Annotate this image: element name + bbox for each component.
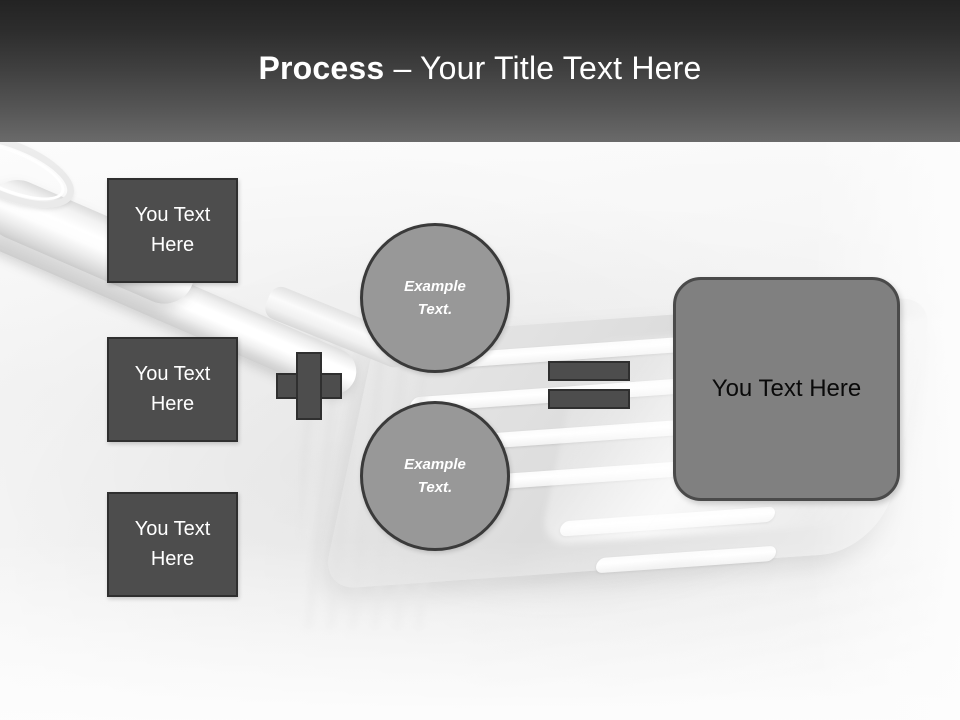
input-box-3-text: You Text Here: [135, 515, 211, 574]
input-box-2[interactable]: You Text Here: [107, 337, 238, 442]
input-box-1-line1: You Text: [134, 203, 211, 226]
title-rest: Your Title Text Here: [420, 50, 702, 86]
slide-header-banner: Process – Your Title Text Here: [0, 0, 960, 142]
plus-operator-icon: [276, 352, 342, 420]
input-box-2-line2: Here: [150, 392, 195, 415]
input-box-1-text: You Text Here: [135, 201, 211, 260]
title-separator: –: [384, 50, 421, 86]
equals-bottom-bar: [548, 389, 630, 409]
result-box-label: You Text Here: [711, 375, 862, 402]
equals-operator-icon: [548, 361, 630, 409]
input-box-2-text: You Text Here: [135, 360, 211, 419]
example-circle-2-line1: Example: [404, 455, 466, 473]
input-box-3[interactable]: You Text Here: [107, 492, 238, 597]
result-box[interactable]: You Text Here: [673, 277, 900, 501]
example-circle-2[interactable]: Example Text.: [360, 401, 510, 551]
input-box-1-line2: Here: [150, 233, 195, 256]
example-circle-2-line2: Text.: [417, 479, 453, 496]
input-box-2-line1: You Text: [134, 362, 211, 385]
example-circle-1[interactable]: Example Text.: [360, 223, 510, 373]
input-box-3-line2: Here: [150, 547, 195, 570]
example-circle-1-line2: Text.: [417, 301, 453, 318]
example-circle-1-line1: Example: [404, 277, 466, 295]
example-circle-2-text: Example Text.: [404, 453, 466, 500]
input-box-1[interactable]: You Text Here: [107, 178, 238, 283]
equals-top-bar: [548, 361, 630, 381]
plus-center-fill: [298, 375, 320, 397]
page-title: Process – Your Title Text Here: [0, 50, 960, 87]
example-circle-1-text: Example Text.: [404, 275, 466, 322]
input-box-3-line1: You Text: [134, 517, 211, 540]
title-emphasis: Process: [258, 50, 385, 86]
